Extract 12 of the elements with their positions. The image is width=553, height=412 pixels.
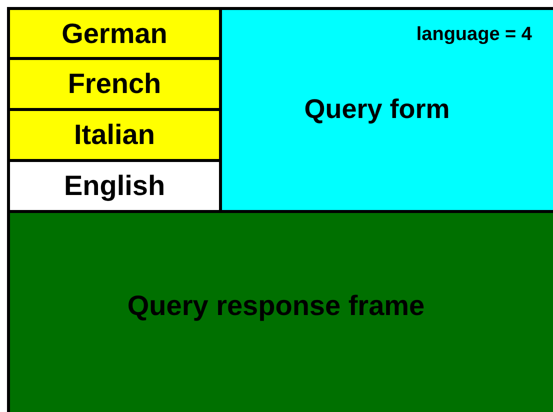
panel-title: Query response frame: [127, 290, 425, 322]
panel-title: Query form: [304, 94, 450, 124]
option-label: French: [68, 68, 162, 100]
query-form-panel: [219, 7, 553, 213]
option-label: German: [62, 18, 168, 50]
option-label: Italian: [74, 119, 155, 151]
language-option: [7, 7, 222, 60]
language-option: [7, 57, 222, 111]
option-label: English: [64, 170, 166, 202]
setting-text: language = 4: [416, 24, 532, 46]
language-option: [7, 108, 222, 162]
response-frame-panel: [7, 210, 553, 412]
